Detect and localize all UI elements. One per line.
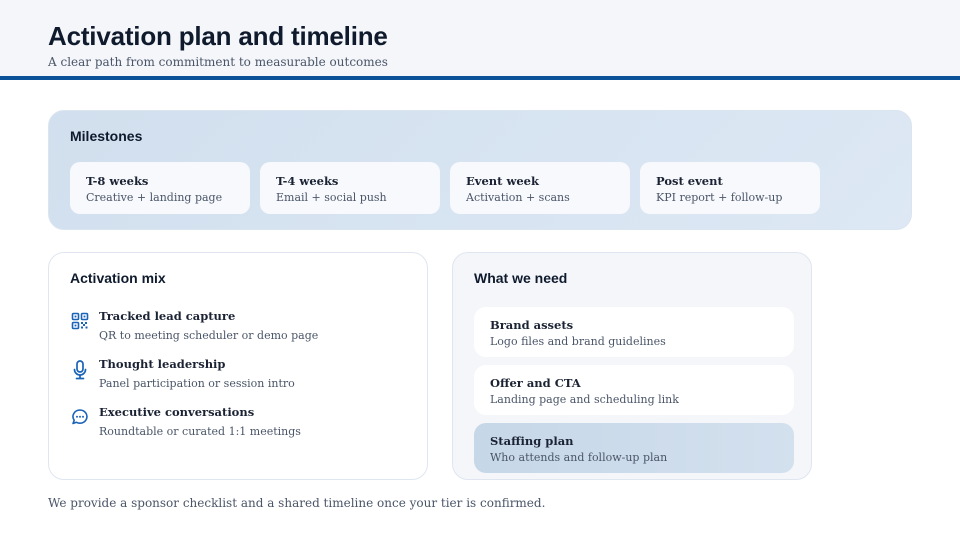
header-accent-rule [0,76,960,80]
milestone-card: Event week Activation + scans [450,162,630,214]
what-we-need-panel: What we need Brand assets Logo files and… [452,252,812,480]
activation-item-subtitle: Panel participation or session intro [99,377,295,390]
milestone-card: Post event KPI report + follow-up [640,162,820,214]
milestones-title: Milestones [70,128,143,144]
requirement-card: Brand assets Logo files and brand guidel… [474,307,794,357]
what-we-need-title: What we need [474,270,568,286]
requirement-subtitle: Who attends and follow-up plan [490,451,668,464]
page-title: Activation plan and timeline [48,21,388,51]
requirement-title: Offer and CTA [490,376,581,390]
milestone-subtitle: Creative + landing page [86,191,223,204]
milestone-title: T-8 weeks [86,174,149,188]
milestone-card: T-8 weeks Creative + landing page [70,162,250,214]
requirement-card-highlighted: Staffing plan Who attends and follow-up … [474,423,794,473]
page-subtitle: A clear path from commitment to measurab… [48,55,388,69]
activation-item: Executive conversations Roundtable or cu… [71,404,411,448]
activation-mix-panel: Activation mix [48,252,428,480]
activation-mix-title: Activation mix [70,270,166,286]
milestone-title: T-4 weeks [276,174,339,188]
activation-item-title: Thought leadership [99,357,226,371]
requirement-title: Staffing plan [490,434,574,448]
chat-bubble-icon [71,408,89,426]
milestone-subtitle: Activation + scans [466,191,570,204]
milestone-subtitle: KPI report + follow-up [656,191,783,204]
activation-item-title: Executive conversations [99,405,255,419]
requirement-subtitle: Landing page and scheduling link [490,393,679,406]
milestone-subtitle: Email + social push [276,191,387,204]
requirement-title: Brand assets [490,318,574,332]
header: Activation plan and timeline A clear pat… [0,0,960,76]
milestones-panel: Milestones T-8 weeks Creative + landing … [48,110,912,230]
qr-code-icon [71,312,89,330]
footer-note: We provide a sponsor checklist and a sha… [48,496,546,510]
activation-item: Tracked lead capture QR to meeting sched… [71,308,411,352]
milestone-title: Event week [466,174,539,188]
activation-item-subtitle: Roundtable or curated 1:1 meetings [99,425,301,438]
milestone-card: T-4 weeks Email + social push [260,162,440,214]
milestone-title: Post event [656,174,723,188]
requirement-card: Offer and CTA Landing page and schedulin… [474,365,794,415]
activation-item-title: Tracked lead capture [99,309,236,323]
activation-item: Thought leadership Panel participation o… [71,356,411,400]
requirement-subtitle: Logo files and brand guidelines [490,335,666,348]
activation-item-subtitle: QR to meeting scheduler or demo page [99,329,319,342]
microphone-icon [71,360,89,380]
